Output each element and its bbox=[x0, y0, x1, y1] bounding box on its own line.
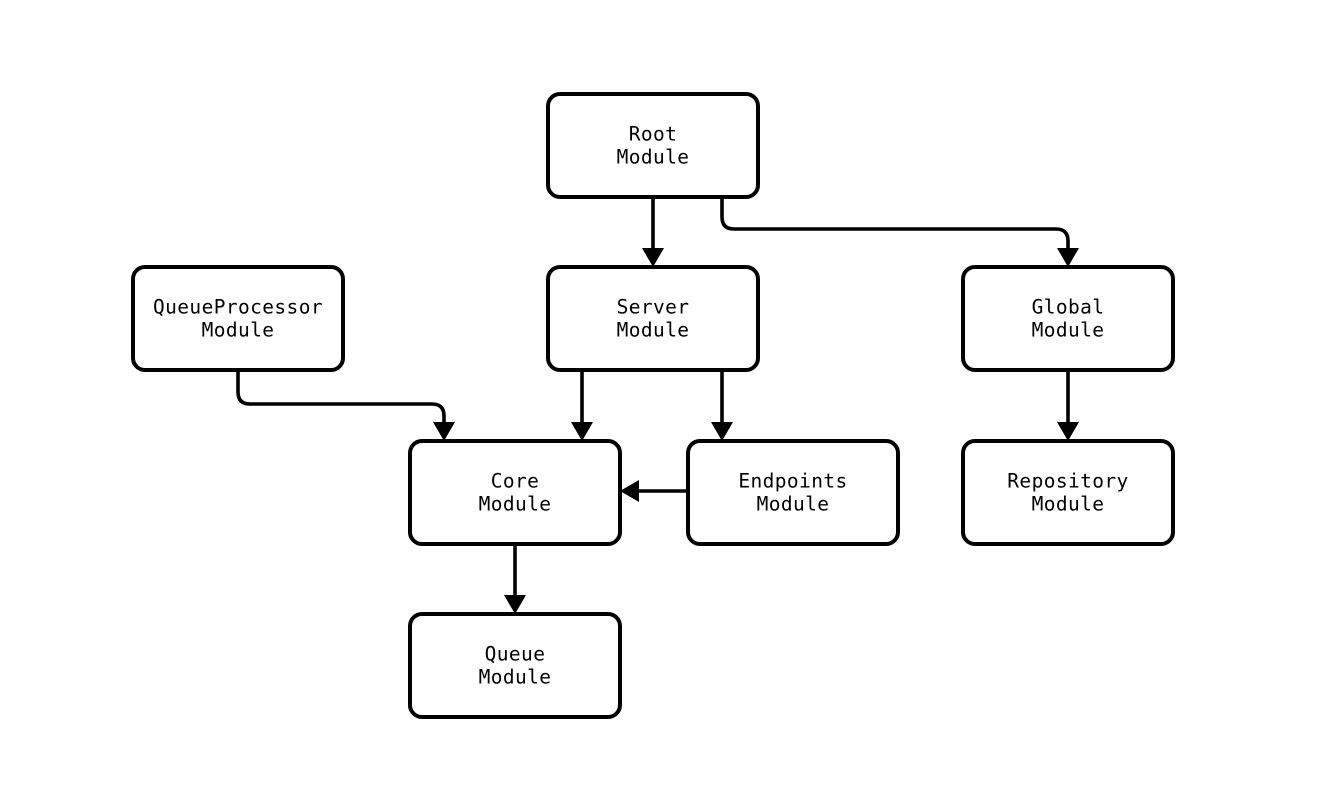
edge-core-to-queue bbox=[504, 544, 526, 614]
edge-global-to-repository bbox=[1057, 370, 1079, 441]
node-label-line2: Module bbox=[617, 145, 690, 168]
node-label-line2: Module bbox=[479, 492, 552, 515]
node-label-line2: Module bbox=[202, 318, 275, 341]
edge-line bbox=[236, 370, 446, 426]
node-label-line1: Endpoints bbox=[738, 469, 847, 492]
node-box-server[interactable] bbox=[546, 265, 760, 372]
arrowhead-icon bbox=[1057, 422, 1079, 441]
node-label-line1: Global bbox=[1032, 295, 1105, 318]
node-box-queueprocessor[interactable] bbox=[131, 265, 345, 372]
arrowhead-icon bbox=[433, 422, 455, 441]
edge-line bbox=[720, 197, 1070, 252]
node-label-line2: Module bbox=[1032, 318, 1105, 341]
node-label-line2: Module bbox=[617, 318, 690, 341]
node-label-line2: Module bbox=[479, 665, 552, 688]
node-box-global[interactable] bbox=[961, 265, 1175, 372]
edge-queueprocessor-to-core bbox=[236, 370, 455, 441]
edge-server-to-endpoints bbox=[711, 370, 733, 441]
arrowhead-icon bbox=[504, 595, 526, 614]
node-label-line1: Queue bbox=[485, 642, 546, 665]
node-label-line1: Core bbox=[491, 469, 540, 492]
node-box-root[interactable] bbox=[546, 92, 760, 199]
edge-endpoints-to-core bbox=[620, 480, 688, 502]
node-box-queue[interactable] bbox=[408, 612, 622, 719]
arrowhead-icon bbox=[571, 422, 593, 441]
node-label-line2: Module bbox=[757, 492, 830, 515]
arrowhead-icon bbox=[642, 248, 664, 267]
node-box-endpoints[interactable] bbox=[686, 439, 900, 546]
node-label-line1: QueueProcessor bbox=[153, 295, 323, 318]
arrowhead-icon bbox=[711, 422, 733, 441]
node-label-line1: Root bbox=[629, 122, 678, 145]
node-label-line1: Server bbox=[617, 295, 690, 318]
node-box-repository[interactable] bbox=[961, 439, 1175, 546]
arrowhead-icon bbox=[620, 480, 639, 502]
edge-server-to-core bbox=[571, 370, 593, 441]
edges-layer bbox=[236, 197, 1079, 614]
edge-root-to-global bbox=[720, 197, 1079, 267]
edge-root-to-server bbox=[642, 197, 664, 267]
arrowhead-icon bbox=[1057, 248, 1079, 267]
node-box-core[interactable] bbox=[408, 439, 622, 546]
node-label-line1: Repository bbox=[1007, 469, 1128, 492]
node-label-line2: Module bbox=[1032, 492, 1105, 515]
